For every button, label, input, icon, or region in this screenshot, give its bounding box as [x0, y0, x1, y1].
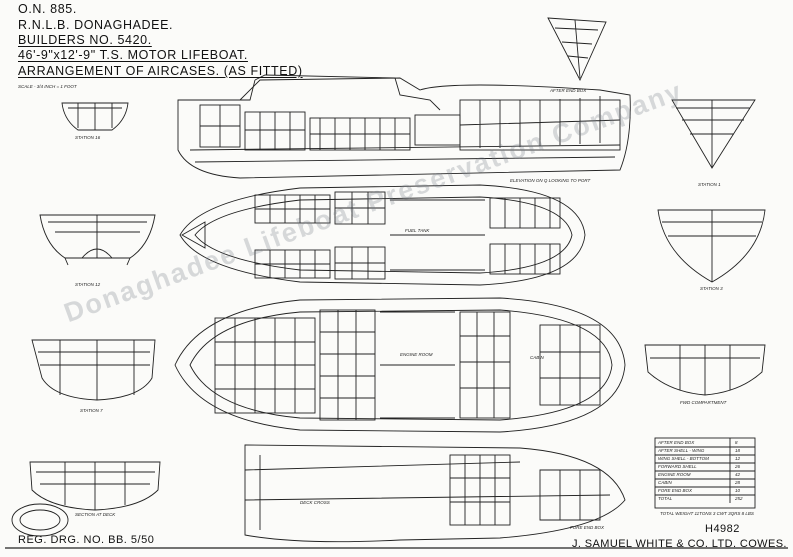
reg-drg-number: REG. DRG. NO. BB. 5/50 [18, 534, 155, 546]
fwd-compartment-section [644, 344, 766, 396]
station-16-label: STATION 16 [75, 135, 101, 140]
table-row-label: TOTAL [658, 496, 673, 501]
table-row-value: 26 [735, 464, 741, 469]
table-row-label: FORE END BOX [658, 488, 693, 493]
plan-view-upper [179, 184, 586, 286]
plan-view-lower [174, 297, 626, 433]
station-3-section [657, 209, 766, 283]
table-row-label: WING SHELL - BOTTOM [658, 456, 709, 461]
table-note: TOTAL WEIGHT 11TONS 3 CWT 3QRS 8 LBS [660, 511, 754, 516]
table-row-label: FORWARD SHELL [658, 464, 697, 469]
table-row-value: 28 [735, 480, 741, 485]
drawing-number: H4982 [705, 523, 740, 535]
title-line-1: O.N. 885. [18, 2, 77, 16]
station-7-label: STATION 7 [80, 408, 103, 413]
section-deck-label: SECTION AT DECK [75, 512, 116, 517]
engine-room-label: ENGINE ROOM [400, 352, 433, 357]
table-row-label: AFTER SHELL - WING [658, 448, 705, 453]
fwd-compartment-label: FWD COMPARTMENT [680, 400, 727, 405]
fore-end-box-section [547, 17, 607, 82]
scale-label: SCALE - 3/4 INCH = 1 FOOT [18, 84, 77, 89]
table-row-value: 18 [735, 448, 741, 453]
fuel-tank-label: FUEL TANK [405, 228, 430, 233]
station-12-section [39, 214, 156, 266]
table-row-label: ENGINE ROOM [658, 472, 691, 477]
station-16-section [61, 102, 129, 131]
table-row-value: 42 [735, 472, 741, 477]
maker-name: J. SAMUEL WHITE & CO. LTD. COWES. [572, 538, 787, 550]
station-deck-section [29, 461, 161, 511]
deck-cross-label: DECK CROSS [300, 500, 330, 505]
title-line-3: BUILDERS NO. 5420. [18, 33, 152, 47]
table-row-value: 12 [735, 456, 741, 461]
after-end-box-label: AFTER END BOX [550, 88, 587, 93]
elevation-view [177, 74, 631, 179]
aircase-table [654, 437, 756, 509]
table-row-value: 10 [735, 488, 741, 493]
title-line-5: ARRANGEMENT OF AIRCASES. (AS FITTED) [18, 64, 303, 78]
rnli-stamp [11, 503, 69, 537]
title-line-2: R.N.L.B. DONAGHADEE. [18, 18, 174, 32]
station-12-label: STATION 12 [75, 282, 101, 287]
table-row-value: 8 [735, 440, 738, 445]
station-3-label: STATION 3 [700, 286, 723, 291]
station-1-label: STATION 1 [698, 182, 721, 187]
table-row-label: AFTER END BOX [658, 440, 695, 445]
table-row-label: CABIN [658, 480, 672, 485]
title-line-4: 46'-9"x12'-9" T.S. MOTOR LIFEBOAT. [18, 48, 248, 62]
cabin-label: CABIN [530, 355, 544, 360]
fore-end-box-label: FORE END BOX [570, 525, 605, 530]
plan-view-bottom [244, 444, 626, 543]
elevation-label: ELEVATION ON Q LOOKING TO PORT [510, 178, 591, 183]
station-7-section [31, 339, 156, 401]
station-1-section [671, 99, 756, 169]
table-row-value: 252 [735, 496, 743, 501]
